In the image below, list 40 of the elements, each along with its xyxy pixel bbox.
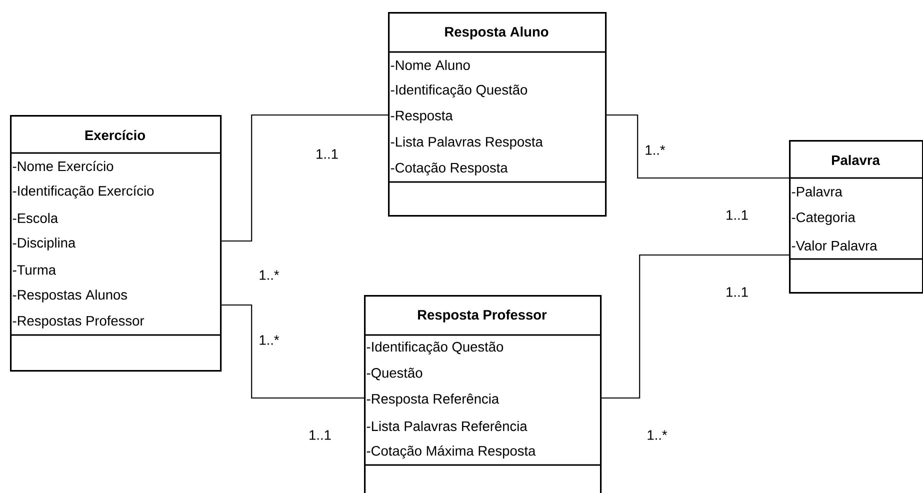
multiplicity-label: 1..* — [646, 145, 666, 155]
class-box — [364, 295, 602, 493]
association-line — [222, 114, 388, 242]
class-name: Exercício — [85, 130, 145, 140]
attribute-text: -Resposta — [390, 110, 453, 124]
attribute-text: -Lista Palavras Resposta — [390, 136, 543, 150]
association-line — [606, 114, 789, 179]
attribute-text: -Lista Palavras Referência — [366, 420, 528, 432]
attribute-text: -Escola — [12, 212, 58, 224]
attribute-text: -Identificação Questão — [390, 84, 528, 98]
attribute-text: -Valor Palavra — [792, 240, 878, 251]
multiplicity-label: 1..* — [260, 270, 280, 280]
attribute-text: -Respostas Professor — [12, 316, 144, 328]
class-name: Resposta Aluno — [445, 26, 548, 40]
attribute-text: -Questão — [366, 368, 422, 380]
attribute-text: -Respostas Alunos — [12, 290, 128, 302]
association-line — [222, 304, 364, 399]
multiplicity-label: 1..1 — [726, 210, 748, 220]
attribute-text: -Palavra — [792, 186, 842, 197]
attribute-text: -Disciplina — [12, 238, 76, 250]
class-box — [789, 140, 923, 294]
attribute-text: -Cotação Resposta — [390, 162, 508, 176]
attribute-text: -Nome Aluno — [390, 60, 470, 70]
multiplicity-label: 1..1 — [310, 430, 331, 440]
attribute-text: -Nome Exercício — [12, 160, 114, 172]
class-box — [10, 115, 222, 372]
attribute-text: -Identificação Exercício — [12, 185, 154, 198]
attribute-text: -Identificação Questão — [366, 342, 504, 354]
attribute-text: -Cotação Máxima Resposta — [366, 445, 536, 459]
class-name: Palavra — [832, 154, 880, 166]
class-box — [388, 12, 607, 217]
attribute-text: -Resposta Referência — [366, 394, 500, 406]
multiplicity-label: 1..1 — [726, 287, 748, 297]
multiplicity-label: 1..1 — [316, 149, 338, 159]
attribute-text: -Categoria — [792, 212, 856, 225]
class-name: Resposta Professor — [418, 310, 547, 322]
attribute-text: -Turma — [12, 265, 56, 275]
association-line — [602, 254, 789, 399]
multiplicity-label: 1..* — [260, 335, 280, 345]
multiplicity-label: 1..* — [648, 430, 668, 440]
